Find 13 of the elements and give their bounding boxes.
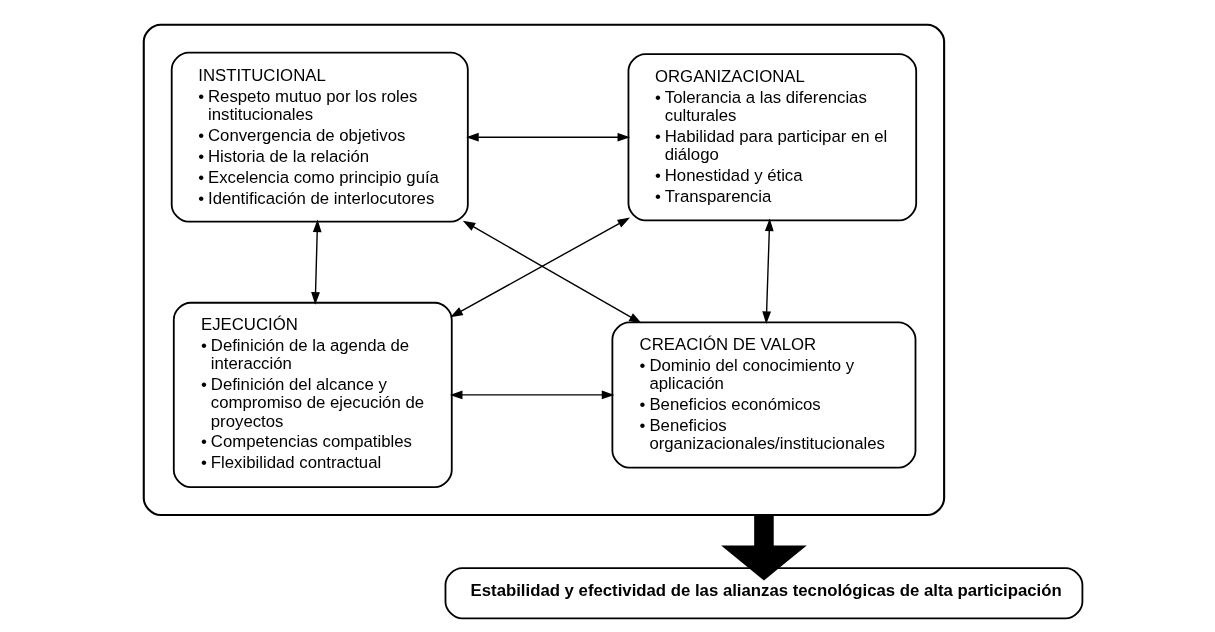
node-box: INSTITUCIONAL • Respeto mutuo por los roles institucionales • Convergencia de objetivos • Historia de la relación • Excelencia como principio guía • Identificación de interlocutores xyxy=(170,51,469,223)
arrow xyxy=(449,390,615,400)
arrow xyxy=(462,220,642,324)
node-box: Estabilidad y efectividad de las alianzas tecnológicas de alta participación xyxy=(444,567,1084,620)
node-box: ORGANIZACIONAL • Tolerancia a las diferencias culturales • Habilidad para participar en el diálogo • Honestidad y ética • Transparencia xyxy=(627,53,918,222)
arrow xyxy=(762,218,774,325)
cluster xyxy=(142,23,946,517)
arrow xyxy=(311,219,322,305)
arrow xyxy=(721,515,807,581)
arrow xyxy=(466,132,631,142)
node-box: EJECUCIÓN • Definición de la agenda de interacción • Definición del alcance y compromiso de ejecución de proyectos • Competencias compatibles • Flexibilidad contractual xyxy=(172,301,453,489)
arrow xyxy=(450,217,631,318)
node-box: CREACIÓN DE VALOR • Dominio del conocimiento y aplicación • Beneficios económicos • Beneficios organizacionales/institucionales xyxy=(611,321,917,469)
